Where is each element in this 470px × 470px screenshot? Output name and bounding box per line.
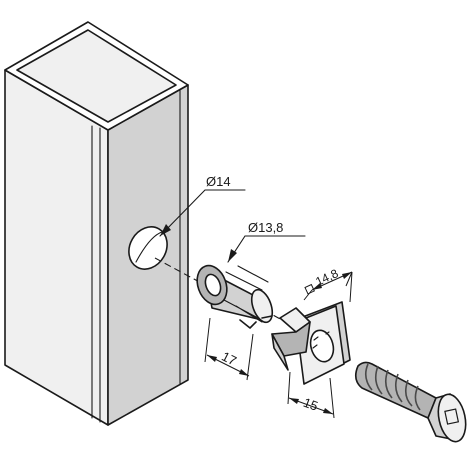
sleeve-slots [223, 265, 269, 323]
tube-inner-opening [16, 29, 177, 123]
sleeve-diameter-arrow [228, 249, 237, 262]
nut-square-arrow-right [342, 272, 352, 279]
nut-square-label: 14,8 [313, 266, 340, 289]
nut-length-arrow-right [323, 408, 333, 414]
sleeve-diameter-callout: Ø13,8 [227, 220, 306, 263]
sleeve-front-bore [204, 273, 222, 297]
nut-square-extension [303, 271, 353, 303]
sleeve-diameter-leader [227, 235, 306, 263]
sleeve-diameter-label: Ø13,8 [248, 220, 283, 235]
sleeve-fingers [239, 315, 273, 329]
nut-square-dimension: 14,8 [303, 266, 353, 303]
split-sleeve [196, 264, 274, 329]
sleeve-back-end [250, 288, 274, 324]
tube-rim-edge [91, 125, 101, 423]
nut-square-arrow-left [312, 283, 322, 290]
hole-diameter-callout: Ø14 [159, 174, 246, 237]
sleeve-length-dimension: 17 [204, 317, 254, 381]
sleeve-length-extension [204, 317, 254, 381]
sleeve-length-arrow-right [239, 369, 249, 376]
hole-diameter-arrow [160, 224, 171, 236]
nut-length-label: 15 [301, 395, 320, 414]
square-tube [4, 21, 189, 426]
nut-length-arrow-left [289, 398, 299, 404]
hole-diameter-leader [159, 189, 246, 237]
nut-thread-marks [312, 331, 330, 349]
tube-hole-inner [135, 231, 163, 263]
sleeve-length-arrow-left [207, 355, 217, 362]
nut-length-dimension: 15 [287, 371, 335, 419]
screw-threads [364, 363, 421, 411]
square-icon [304, 283, 315, 295]
hole-diameter-label: Ø14 [206, 174, 231, 189]
nut-neck-front [271, 333, 289, 371]
screw-head-face [437, 393, 467, 443]
countersunk-screw [354, 361, 467, 443]
hex-socket-icon [444, 408, 460, 425]
square-nut [271, 301, 351, 385]
sleeve-length-label: 17 [219, 349, 239, 369]
nut-length-extension [287, 371, 335, 419]
